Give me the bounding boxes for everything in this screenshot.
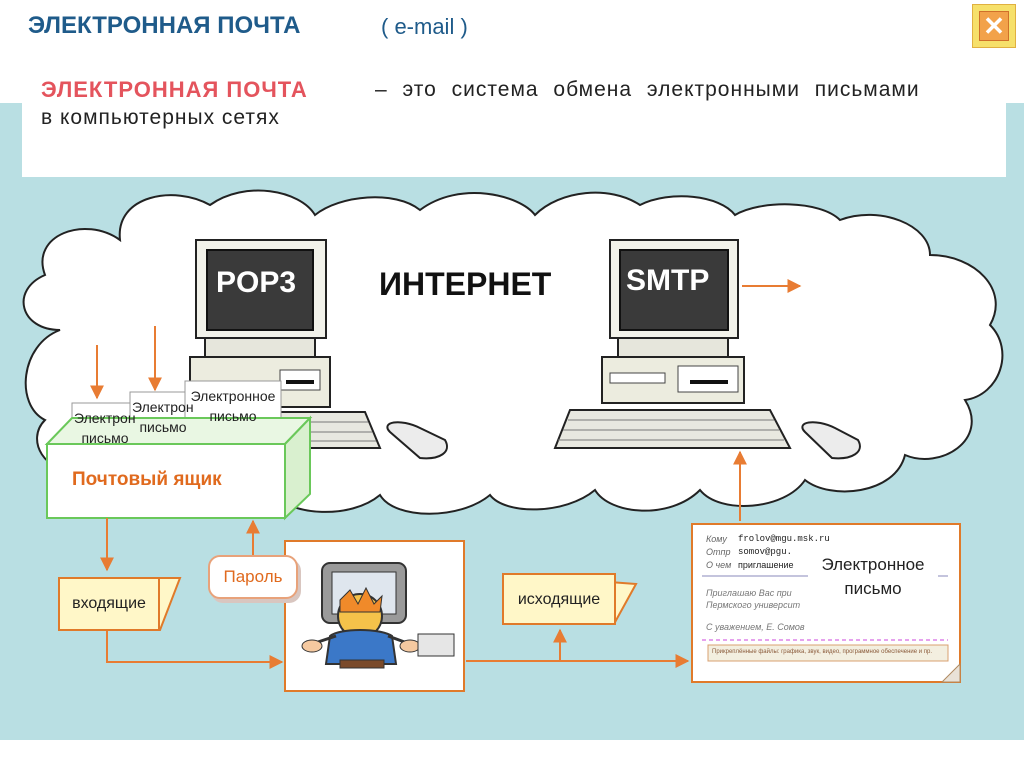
mailbox-icon [44,415,313,521]
close-icon[interactable]: ✕ [979,11,1009,41]
email-document [691,523,961,683]
email-subject-label: О чем [706,560,732,570]
definition-box [22,70,1006,177]
email-to-label: Кому [706,534,727,544]
outgoing-tag [502,572,638,625]
definition-text-line1: – это система обмена электронными письма… [375,78,920,101]
page-subtitle: ( e-mail ) [381,14,468,39]
definition-term: ЭЛЕКТРОННАЯ ПОЧТА [41,77,308,102]
flow-incoming-to-user [106,630,284,669]
email-letter-label-line2: письмо [844,579,902,598]
email-body-line2: Пермского университ [706,600,801,610]
outgoing-label[interactable]: исходящие [517,591,601,608]
letter-1-label: Электронное письмо [74,410,136,444]
user-computer-icon [284,540,465,692]
close-button[interactable]: ✕ [972,4,1016,48]
email-to-value: frolov@mgu.msk.ru [738,534,830,544]
email-letter-label-line1: Электронное [821,555,925,574]
email-from-label: Отпр [706,547,731,557]
incoming-label[interactable]: входящие [72,595,146,612]
pop3-label: POP3 [216,266,297,299]
email-body-line1: Приглашаю Вас при [706,588,792,598]
page-title: ЭЛЕКТРОННАЯ ПОЧТА [28,12,301,39]
letter-3-label: Электронное письмо [190,388,276,424]
password-button[interactable]: Пароль [208,555,298,599]
email-letter-label: Электронное письмо [808,553,938,601]
email-subject-value: приглашение [738,560,794,570]
letter-2-label: Электронное письмо [132,399,194,433]
internet-label: ИНТЕРНЕТ [379,266,552,302]
email-from-value: somov@pgu. [738,547,793,557]
incoming-tag [58,577,182,631]
smtp-computer-icon [553,239,861,460]
mailbox-label: Почтовый ящик [72,469,222,490]
email-attachment-line: Прикреплённые файлы: графика, звук, виде… [712,649,933,655]
definition-text-line2: в компьютерных сетях [41,106,280,129]
smtp-label: SMTP [626,264,710,297]
email-signature: С уважением, Е. Сомов [706,622,805,632]
